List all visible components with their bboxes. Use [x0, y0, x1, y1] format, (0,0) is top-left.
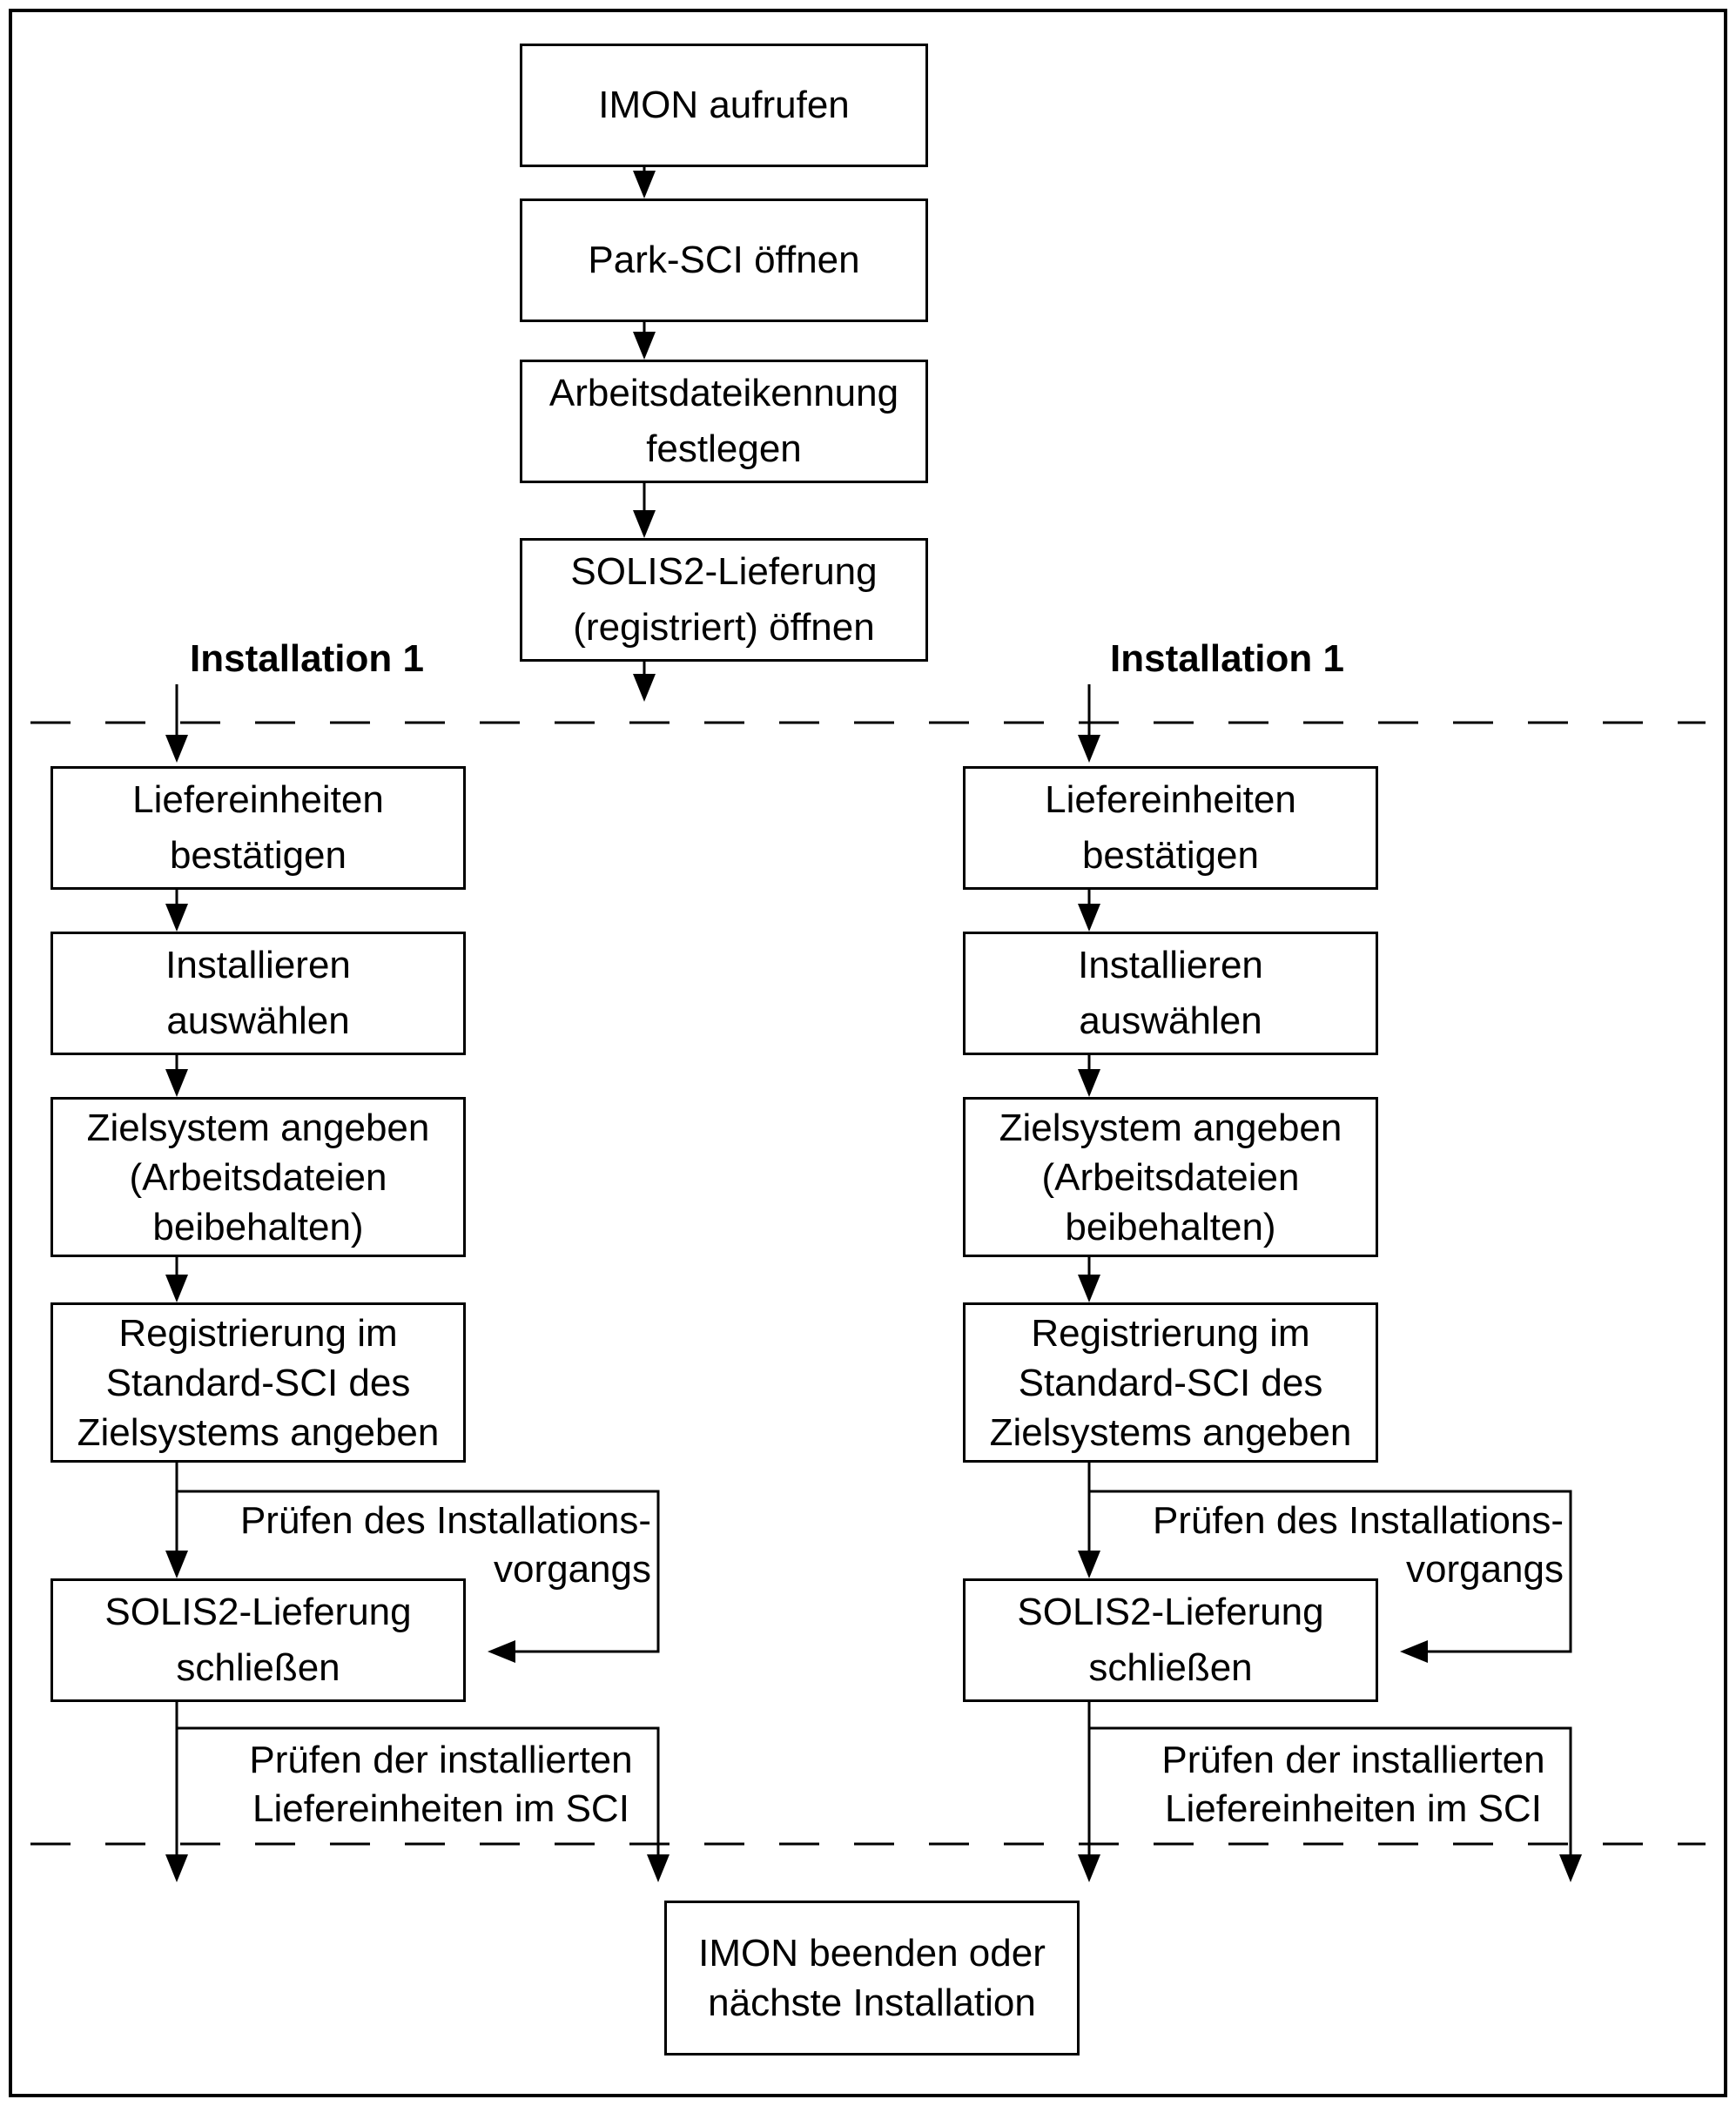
- flow-node-right-registrierung: Registrierung im Standard-SCI des Zielsy…: [963, 1302, 1378, 1463]
- flow-node-label: SOLIS2-Lieferung schließen: [1017, 1591, 1324, 1689]
- flow-node-right-installieren: Installieren auswählen: [963, 932, 1378, 1055]
- flow-node-left-installieren: Installieren auswählen: [50, 932, 466, 1055]
- arrow-left-4-5: [165, 1463, 188, 1578]
- arrow-branch-left: [165, 684, 188, 763]
- flow-node-imon-aufrufen: IMON aufrufen: [520, 44, 928, 167]
- page-border: [9, 9, 1727, 2097]
- annotation-check-units-right: Prüfen der installierten Liefereinheiten…: [1161, 1739, 1545, 1830]
- arrow-left-1-2: [165, 890, 188, 932]
- flow-node-label: IMON beenden oder nächste Installation: [698, 1932, 1046, 2024]
- arrow-park-to-kennung: [633, 322, 656, 360]
- flow-node-park-sci-oeffnen: Park-SCI öffnen: [520, 198, 928, 322]
- arrow-left-3-4: [165, 1257, 188, 1302]
- branch-label-left: Installation 1: [190, 637, 424, 680]
- annotation-check-units-left: Prüfen der installierten Liefereinheiten…: [249, 1739, 633, 1830]
- flow-node-label: IMON aufrufen: [598, 84, 850, 126]
- flow-node-label: Liefereinheiten bestätigen: [132, 778, 384, 877]
- flow-node-left-zielsystem: Zielsystem angeben (Arbeitsdateien beibe…: [50, 1097, 466, 1257]
- flow-node-imon-beenden: IMON beenden oder nächste Installation: [664, 1901, 1080, 2056]
- connector-check-units-right: [1089, 1726, 1582, 1882]
- arrow-right-4-5: [1078, 1463, 1100, 1578]
- flow-node-label: Zielsystem angeben (Arbeitsdateien beibe…: [999, 1106, 1342, 1248]
- arrow-branch-right: [1078, 684, 1100, 763]
- flow-node-right-solis2-schliessen: SOLIS2-Lieferung schließen: [963, 1578, 1378, 1702]
- connector-check-process-right: [1089, 1490, 1572, 1663]
- connector-check-process-left: [177, 1490, 660, 1663]
- flow-node-label: SOLIS2-Lieferung (registriert) öffnen: [570, 550, 878, 649]
- flow-node-left-liefereinheiten: Liefereinheiten bestätigen: [50, 766, 466, 890]
- flow-node-label: Registrierung im Standard-SCI des Zielsy…: [989, 1311, 1352, 1454]
- arrow-lieferung-down: [633, 662, 656, 702]
- flow-node-solis2-oeffnen: SOLIS2-Lieferung (registriert) öffnen: [520, 538, 928, 662]
- connector-check-units-left: [177, 1726, 670, 1882]
- arrow-kennung-to-lieferung: [633, 483, 656, 538]
- flow-node-label: Zielsystem angeben (Arbeitsdateien beibe…: [86, 1106, 430, 1248]
- flow-node-arbeitsdateikennung: Arbeitsdateikennung festlegen: [520, 360, 928, 483]
- flow-node-label: Park-SCI öffnen: [588, 239, 860, 281]
- flow-node-label: Installieren auswählen: [1078, 944, 1263, 1042]
- arrow-right-1-2: [1078, 890, 1100, 932]
- arrow-right-2-3: [1078, 1055, 1100, 1097]
- arrow-right-3-4: [1078, 1257, 1100, 1302]
- arrow-left-2-3: [165, 1055, 188, 1097]
- annotation-check-process-right: Prüfen des Installations- vorgangs: [1152, 1499, 1564, 1591]
- flow-node-label: Installieren auswählen: [165, 944, 351, 1042]
- flow-node-left-registrierung: Registrierung im Standard-SCI des Zielsy…: [50, 1302, 466, 1463]
- arrow-imon-to-park: [633, 167, 656, 198]
- annotation-check-process-left: Prüfen des Installations- vorgangs: [239, 1499, 651, 1591]
- flow-node-right-zielsystem: Zielsystem angeben (Arbeitsdateien beibe…: [963, 1097, 1378, 1257]
- flow-node-label: SOLIS2-Lieferung schließen: [104, 1591, 412, 1689]
- flow-node-left-solis2-schliessen: SOLIS2-Lieferung schließen: [50, 1578, 466, 1702]
- flow-node-right-liefereinheiten: Liefereinheiten bestätigen: [963, 766, 1378, 890]
- flow-node-label: Registrierung im Standard-SCI des Zielsy…: [77, 1311, 440, 1454]
- flow-node-label: Arbeitsdateikennung festlegen: [548, 372, 899, 470]
- branch-label-right: Installation 1: [1110, 637, 1344, 680]
- flow-node-label: Liefereinheiten bestätigen: [1045, 778, 1296, 877]
